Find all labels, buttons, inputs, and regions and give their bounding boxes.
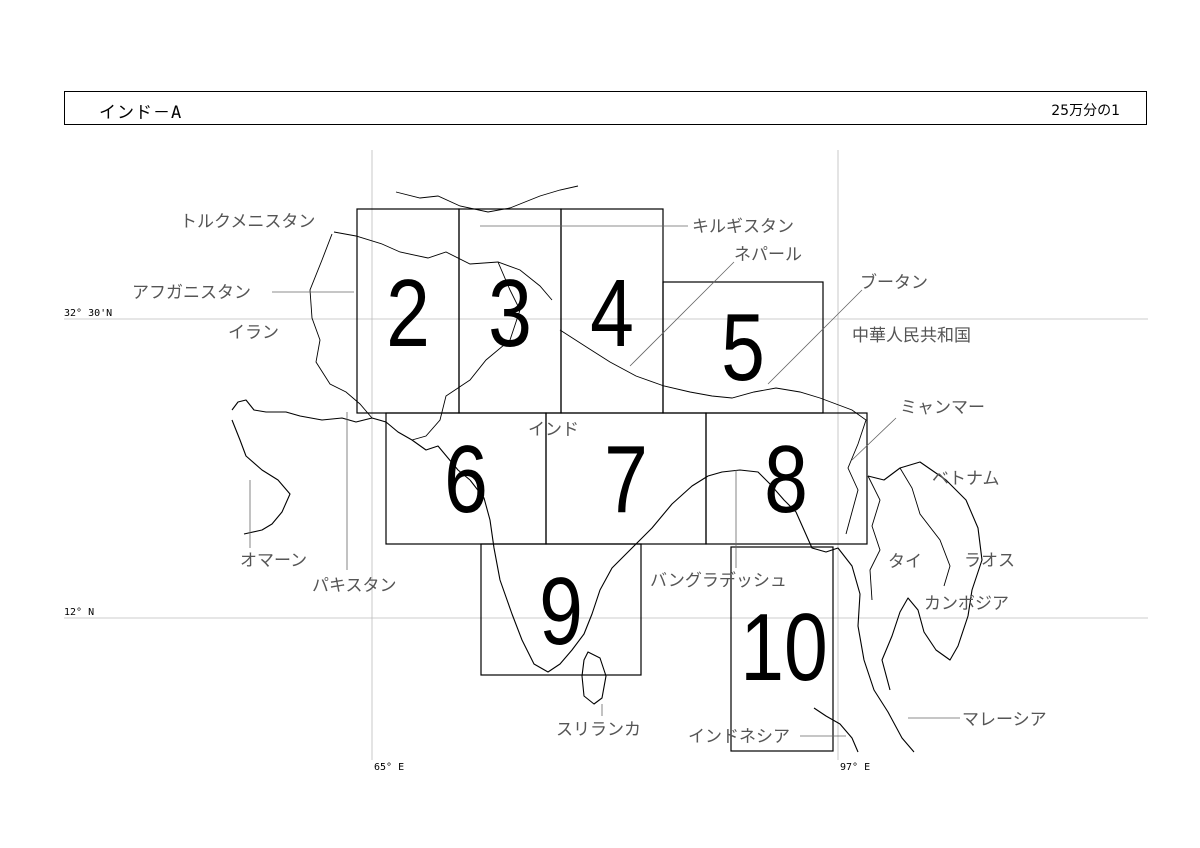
- sheet-9-frame[interactable]: [480, 543, 642, 676]
- coastline-india-west: [469, 475, 709, 673]
- label-bangladesh: バングラデッシュ: [650, 570, 787, 591]
- label-india: インド: [528, 420, 579, 440]
- border-myanmar-thailand: [867, 475, 881, 601]
- label-cambodia: カンボジア: [924, 594, 1009, 614]
- label-afghanistan: アフガニスタン: [132, 283, 251, 303]
- border-laos-vietnam: [899, 467, 951, 587]
- border-nepal-india: [559, 329, 837, 405]
- label-sri-lanka: スリランカ: [556, 720, 641, 740]
- border-iran-afghanistan: [309, 233, 373, 419]
- sheet-10-number: 10: [740, 594, 828, 701]
- border-central-asia: [395, 185, 579, 213]
- sheet-2-number: 2: [386, 260, 430, 367]
- border-pakistan-india: [411, 261, 521, 441]
- lat-label-12n: 12° N: [64, 607, 94, 618]
- label-laos: ラオス: [964, 551, 1015, 571]
- sheet-7-number: 7: [604, 426, 648, 533]
- sheet-4-number: 4: [590, 260, 634, 367]
- label-indonesia: インドネシア: [688, 727, 790, 747]
- borders: [309, 185, 951, 601]
- coastlines: [231, 399, 983, 753]
- lon-label-65e: 65° E: [374, 762, 404, 773]
- lon-label-97e: 97° E: [840, 762, 870, 773]
- label-nepal: ネパール: [734, 245, 802, 265]
- label-china: 中華人民共和国: [852, 326, 971, 346]
- leader-nepal: [629, 261, 735, 367]
- label-kyrgyzstan: キルギスタン: [692, 217, 794, 237]
- label-thailand: タイ: [888, 552, 922, 572]
- coastline-oman: [231, 419, 291, 535]
- country-labels: トルクメニスタン キルギスタン ネパール アフガニスタン ブータン イラン 中華…: [132, 212, 1047, 747]
- label-oman: オマーン: [240, 551, 307, 571]
- coastline-bangladesh-myanmar: [707, 469, 915, 753]
- border-afghanistan: [333, 231, 553, 301]
- label-vietnam: ベトナム: [932, 469, 1000, 489]
- label-malaysia: マレーシア: [962, 710, 1047, 730]
- sheet-6-number: 6: [444, 426, 488, 533]
- sheet-3-number: 3: [488, 260, 532, 367]
- coastline-sri-lanka: [581, 651, 607, 705]
- sheet-9-number: 9: [539, 558, 583, 665]
- label-iran: イラン: [228, 323, 279, 343]
- sheet-numbers: 2 3 4 5 6 7 8 9 10: [386, 260, 828, 701]
- leader-bhutan: [767, 289, 863, 385]
- label-myanmar: ミャンマー: [900, 398, 985, 418]
- label-bhutan: ブータン: [860, 272, 928, 293]
- sheet-grid: [356, 208, 868, 752]
- map-scale: 25万分の1: [1051, 103, 1120, 119]
- lat-label-32-30n: 32° 30'N: [64, 308, 112, 319]
- sheet-8-frame[interactable]: [705, 412, 868, 545]
- leader-myanmar: [851, 417, 897, 461]
- label-pakistan: パキスタン: [312, 576, 397, 596]
- map-header: インド－A 25万分の1: [64, 91, 1147, 125]
- sheet-5-number: 5: [721, 294, 765, 401]
- map-title: インド－A: [99, 103, 183, 123]
- coastline-arabia-persia: [231, 399, 471, 481]
- sheet-10-frame[interactable]: [730, 546, 834, 752]
- sheet-8-number: 8: [764, 426, 808, 533]
- label-turkmenistan: トルクメニスタン: [180, 212, 315, 232]
- border-china-myanmar: [835, 403, 867, 535]
- coastline-sumatra: [813, 707, 859, 753]
- leader-lines: [249, 225, 960, 737]
- coastline-indochina: [867, 461, 983, 691]
